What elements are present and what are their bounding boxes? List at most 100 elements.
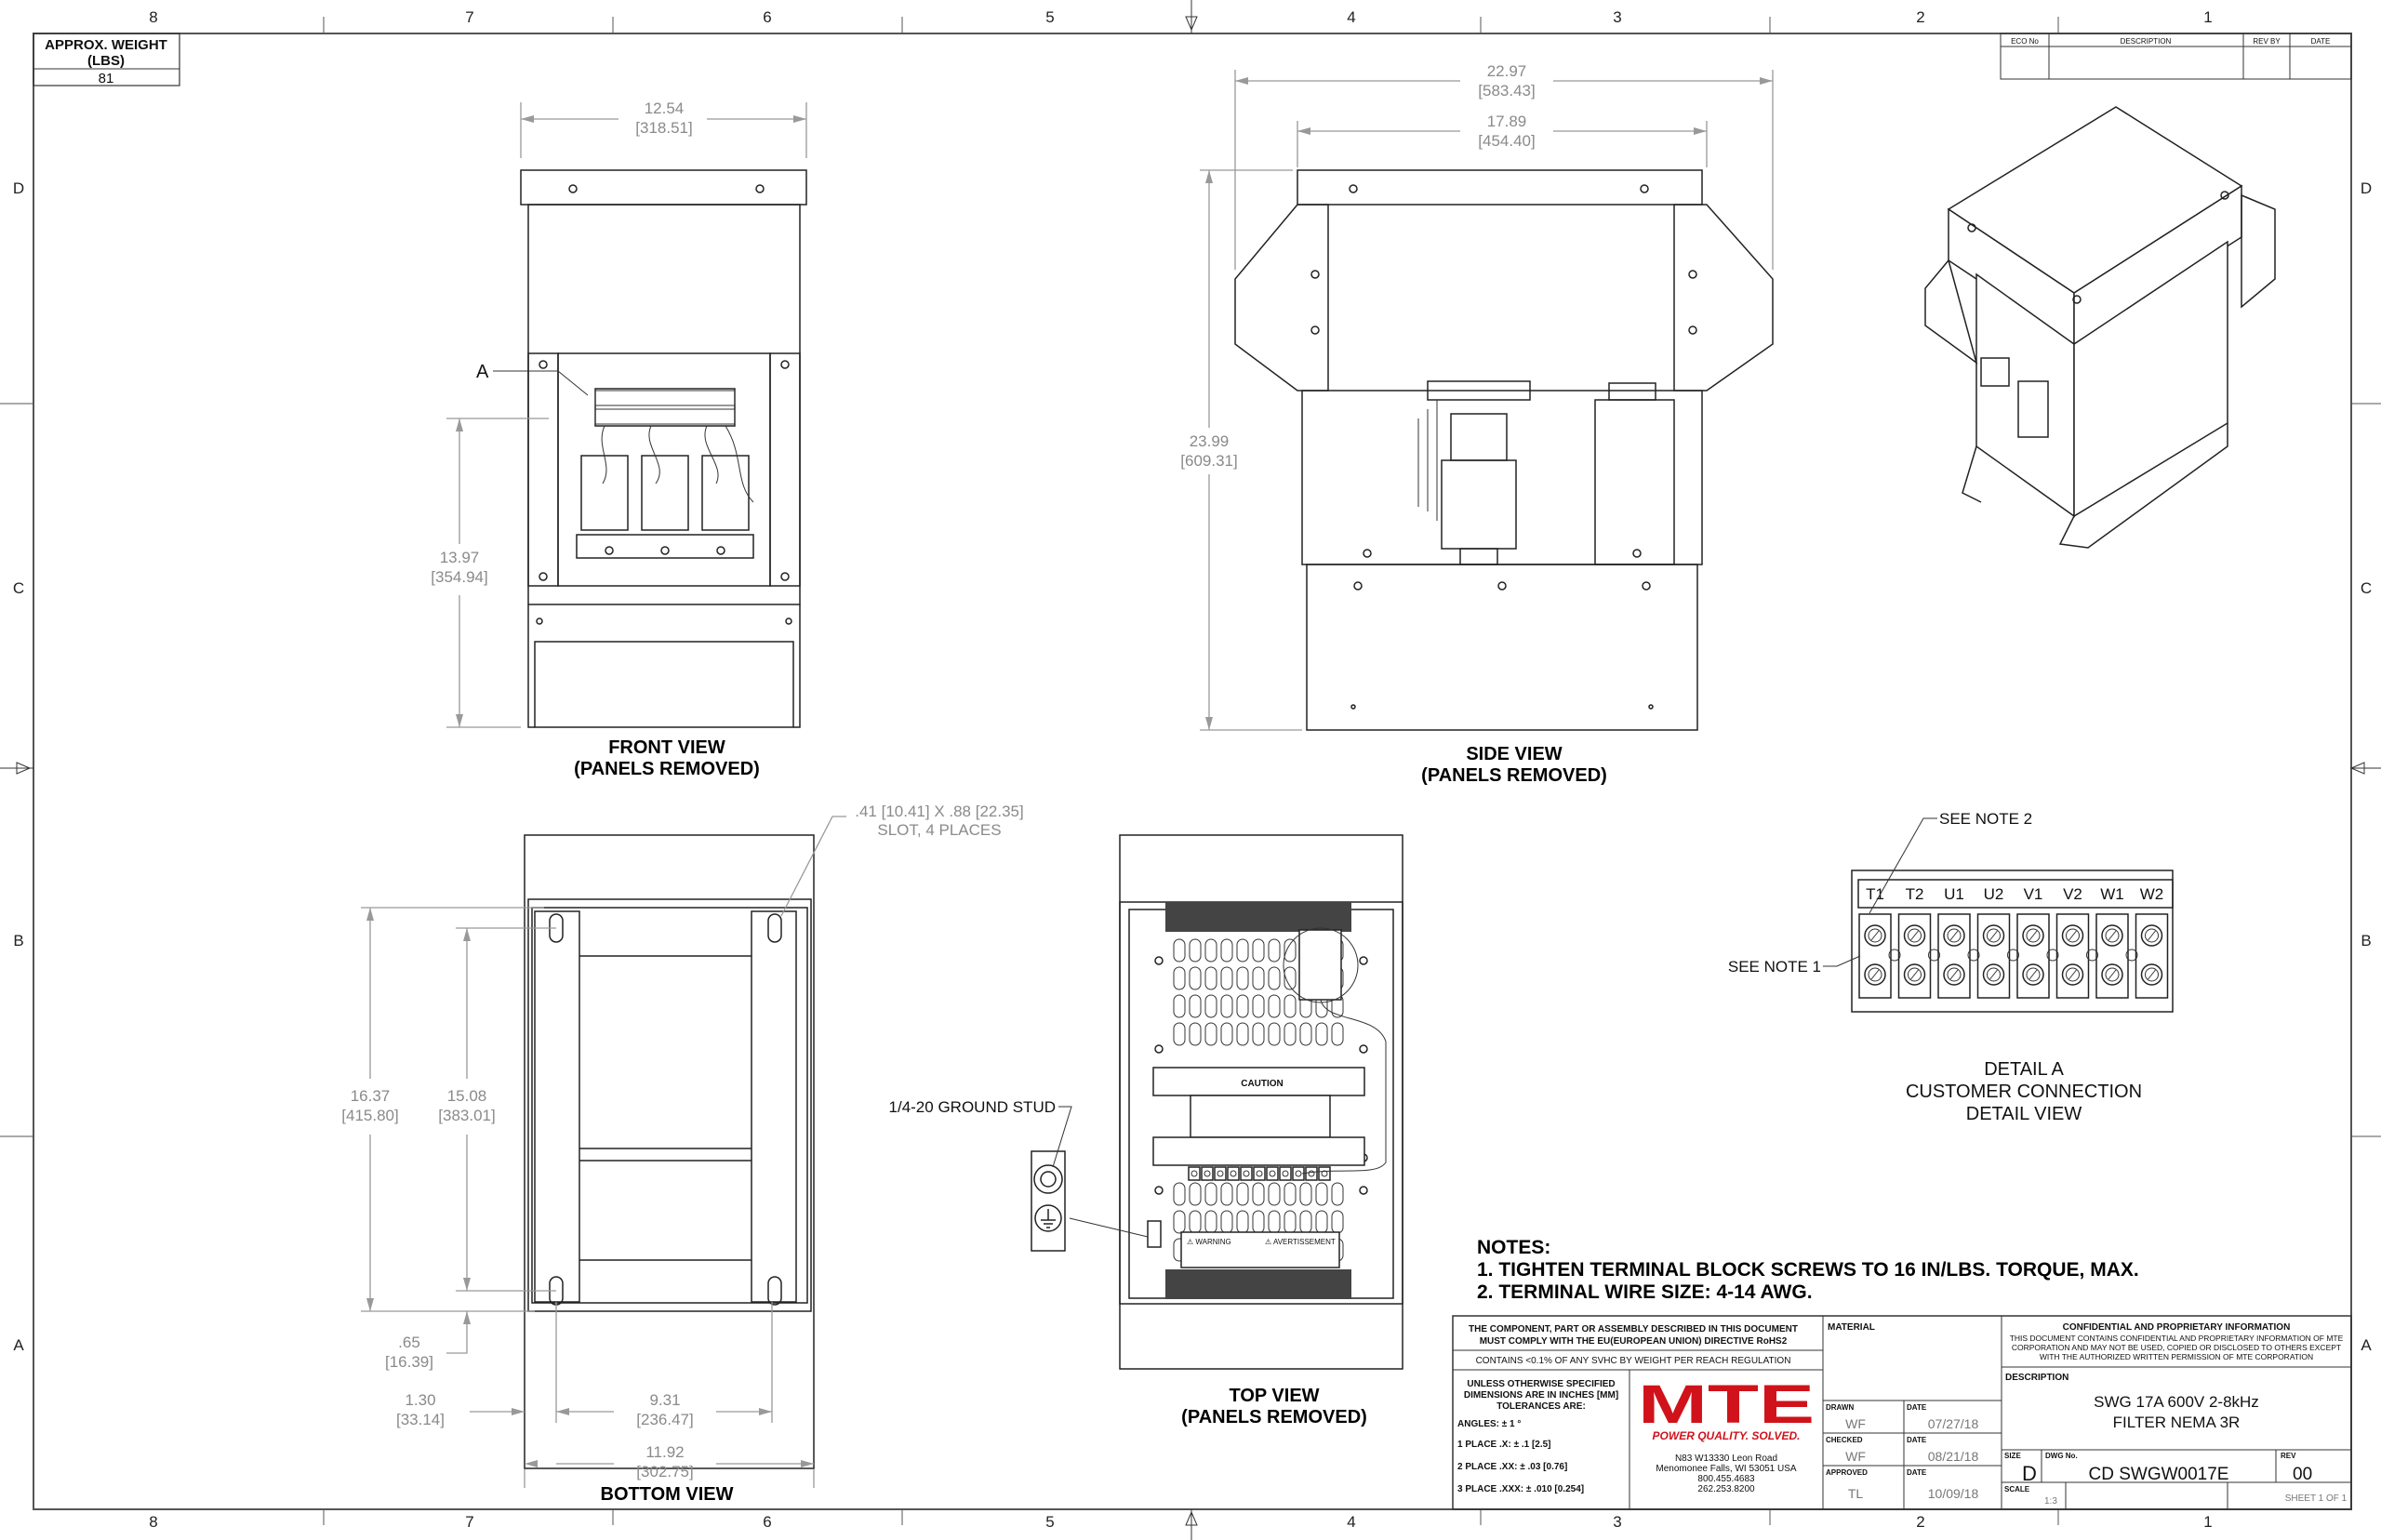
- terminal: [1279, 1166, 1292, 1181]
- bottom-slot-pitch-mm: [383.01]: [438, 1107, 495, 1124]
- vent-slot: [1268, 966, 1281, 990]
- vent-slot: [1204, 1182, 1217, 1206]
- screw-slot: [2068, 969, 2077, 980]
- rev-header-description: DESCRIPTION: [2121, 37, 2172, 46]
- bottom-depth-in: 16.37: [351, 1087, 391, 1105]
- front-height-in: 13.97: [440, 549, 480, 566]
- revision-table: ECO No DESCRIPTION REV BY DATE: [2000, 33, 2352, 80]
- see-note-1: SEE NOTE 1: [1728, 958, 1821, 976]
- bottom-offset-x-mm: [33.14]: [396, 1411, 445, 1428]
- terminal-label-w2: W2: [2140, 885, 2164, 903]
- side-inner-width-mm: [454.40]: [1478, 132, 1535, 150]
- zone-row-right: C: [2361, 579, 2372, 597]
- zone-row-left: D: [13, 179, 24, 197]
- jumper-hole: [1967, 949, 1980, 962]
- detail-a-leader: [493, 370, 589, 396]
- material-label: MATERIAL: [1828, 1322, 1875, 1333]
- confidential-title: CONFIDENTIAL AND PROPRIETARY INFORMATION: [2063, 1322, 2291, 1333]
- bottom-width-mm: [302.75]: [636, 1463, 693, 1480]
- bottom-depth-mm: [415.80]: [341, 1107, 398, 1124]
- terminal-block: [2055, 913, 2090, 999]
- screw-slot: [1870, 930, 1880, 941]
- terminal-screw-icon: [1217, 1170, 1224, 1177]
- terminal-screw-icon: [1864, 963, 1886, 986]
- vent-slot: [1189, 1210, 1202, 1234]
- rev-header-rev-by: REV BY: [2253, 37, 2281, 46]
- terminal-screw-icon: [1308, 1170, 1315, 1177]
- screw-slot: [1910, 930, 1919, 941]
- terminal-screw-head: [2105, 928, 2120, 943]
- side-view-title: SIDE VIEW: [1466, 744, 1562, 764]
- drawn-by: WF: [1845, 1416, 1866, 1431]
- zone-row-right: A: [2361, 1336, 2372, 1354]
- mounting-hole: [1154, 1186, 1164, 1195]
- rohs-line1: THE COMPONENT, PART OR ASSEMBLY DESCRIBE…: [1469, 1324, 1798, 1334]
- terminal-label-t2: T2: [1906, 885, 1924, 903]
- confidential-line3: WITH THE AUTHORIZED WRITTEN PERMISSION O…: [2040, 1352, 2313, 1361]
- vent-slot: [1268, 1182, 1281, 1206]
- terminal-screw-head: [2145, 928, 2159, 943]
- zone-column-top: 2: [1916, 8, 1924, 26]
- bottom-offset-y-in: .65: [398, 1334, 420, 1351]
- centering-mark-top: [1185, 0, 1198, 33]
- screw-slot: [2148, 930, 2156, 941]
- vent-slot: [1284, 1182, 1297, 1206]
- checked-by: WF: [1845, 1449, 1866, 1464]
- vent-slot: [1189, 1182, 1202, 1206]
- avertissement-label: ⚠ AVERTISSEMENT: [1265, 1238, 1336, 1246]
- terminal-label-u2: U2: [1984, 885, 2004, 903]
- vent-slot: [1220, 938, 1233, 962]
- terminal-screw-icon: [1943, 963, 1965, 986]
- slot-note-line2: SLOT, 4 PLACES: [877, 821, 1001, 839]
- vent-slot: [1331, 1210, 1344, 1234]
- centering-mark-bottom: [1185, 1509, 1198, 1540]
- vent-slot: [1204, 966, 1217, 990]
- vent-slot: [1189, 994, 1202, 1018]
- caution-label: CAUTION: [1241, 1079, 1284, 1089]
- terminal-screw-head: [2145, 967, 2159, 982]
- zone-row-right: D: [2361, 179, 2372, 197]
- terminal-block: [1937, 913, 1971, 999]
- screw-slot: [2148, 969, 2156, 980]
- weight-box: APPROX. WEIGHT (LBS) 81: [33, 33, 180, 86]
- zone-column-bottom: 4: [1347, 1513, 1355, 1531]
- zone-column-top: 4: [1347, 8, 1355, 26]
- vent-slot: [1299, 1022, 1312, 1046]
- detail-a-callout: A: [476, 362, 489, 382]
- rev-value: 00: [2293, 1465, 2312, 1484]
- terminal-screw-icon: [2061, 963, 2084, 986]
- terminal-screw-icon: [1204, 1170, 1211, 1177]
- isometric-view: [1924, 106, 2276, 549]
- zone-row-left: A: [13, 1336, 24, 1354]
- side-view: 22.97 [583.43] 17.89 [454.40] 23.99 [609…: [1180, 62, 1774, 786]
- vent-slot: [1315, 1182, 1328, 1206]
- vent-slot: [1173, 1210, 1186, 1234]
- vent-slot: [1315, 1022, 1328, 1046]
- zone-column-bottom: 7: [465, 1513, 473, 1531]
- terminal-screw-icon: [2140, 924, 2163, 947]
- mte-tagline: POWER QUALITY. SOLVED.: [1653, 1429, 1801, 1442]
- zone-column-top: 3: [1613, 8, 1621, 26]
- terminal-screw-head: [1947, 967, 1962, 982]
- terminal-screw-icon: [1943, 924, 1965, 947]
- zone-row-left: B: [13, 932, 23, 949]
- vent-slot: [1173, 1182, 1186, 1206]
- see-note-2: SEE NOTE 2: [1939, 810, 2032, 828]
- confidential-line1: THIS DOCUMENT CONTAINS CONFIDENTIAL AND …: [2010, 1334, 2344, 1343]
- zone-column-bottom: 1: [2203, 1513, 2212, 1531]
- title-block: THE COMPONENT, PART OR ASSEMBLY DESCRIBE…: [1452, 1315, 2352, 1510]
- terminal-screw-icon: [1269, 1170, 1276, 1177]
- sheet-number: SHEET 1 OF 1: [2285, 1494, 2348, 1504]
- top-view-title: TOP VIEW: [1229, 1386, 1319, 1406]
- terminal-block: [2135, 913, 2169, 999]
- terminal: [1253, 1166, 1266, 1181]
- screw-slot: [2108, 969, 2117, 980]
- zone-row-left: C: [13, 579, 24, 597]
- vent-slot: [1252, 1182, 1265, 1206]
- terminal-screw-icon: [1243, 1170, 1250, 1177]
- terminal-screw-head: [1908, 967, 1922, 982]
- terminal-label-t1: T1: [1866, 885, 1884, 903]
- vent-slot: [1331, 1022, 1344, 1046]
- vent-slot: [1252, 938, 1265, 962]
- terminal-screw-icon: [2022, 963, 2044, 986]
